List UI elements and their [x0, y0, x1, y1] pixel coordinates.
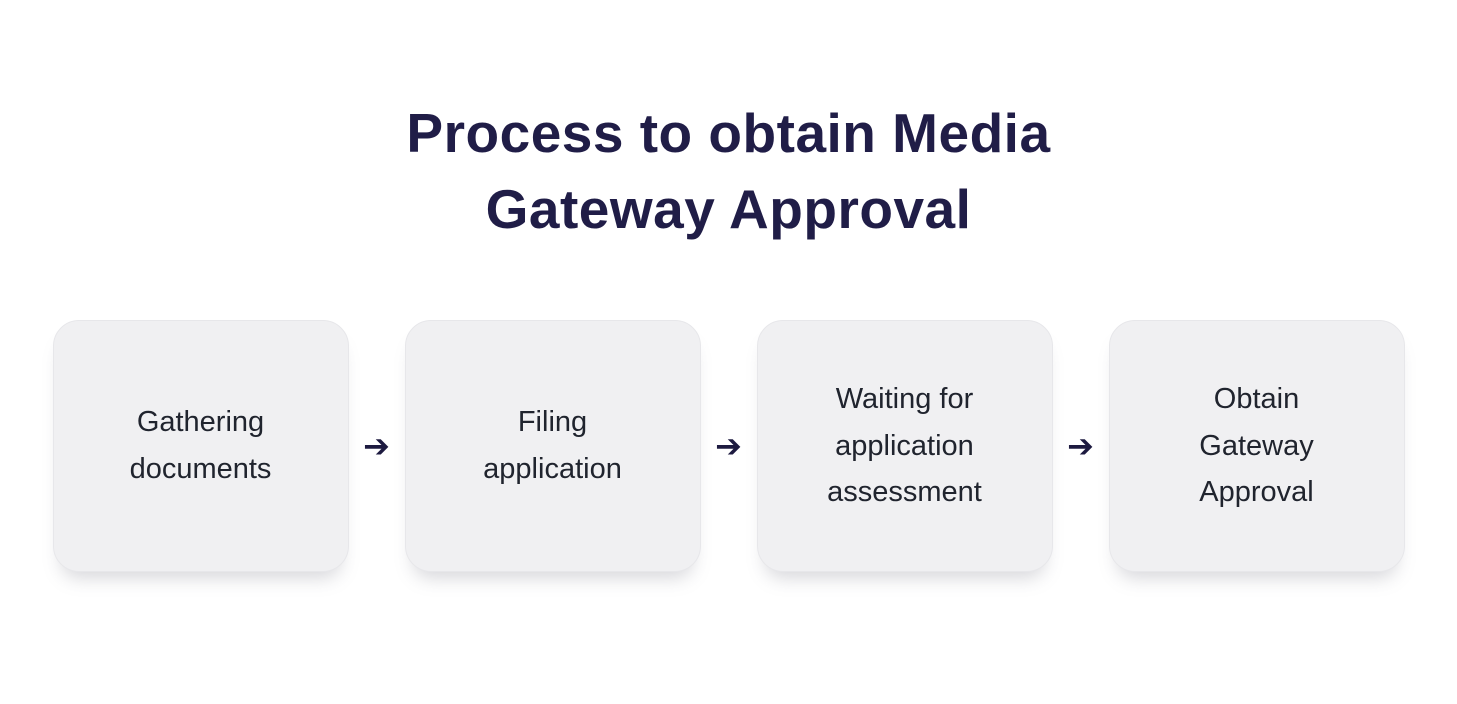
- step-label: Gathering documents: [129, 406, 272, 485]
- arrow-right-icon: ➔: [715, 428, 742, 464]
- step-waiting-for-assessment: Waiting for application assessment: [756, 320, 1053, 572]
- step-label: Filing application: [483, 406, 622, 485]
- process-flow: Gathering documents ➔ Filing application…: [52, 320, 1405, 572]
- step-label: Waiting for application assessment: [827, 382, 982, 509]
- step-label: Obtain Gateway Approval: [1199, 382, 1314, 509]
- page-title-line-1: Process to obtain Media: [406, 102, 1051, 164]
- page-title-line-2: Gateway Approval: [485, 177, 972, 240]
- arrow-right-icon: ➔: [363, 428, 390, 464]
- step-gathering-documents: Gathering documents: [52, 320, 349, 572]
- step-filing-application: Filing application: [404, 320, 701, 572]
- step-obtain-gateway-approval: Obtain Gateway Approval: [1108, 320, 1405, 572]
- arrow-right-icon: ➔: [1067, 428, 1094, 464]
